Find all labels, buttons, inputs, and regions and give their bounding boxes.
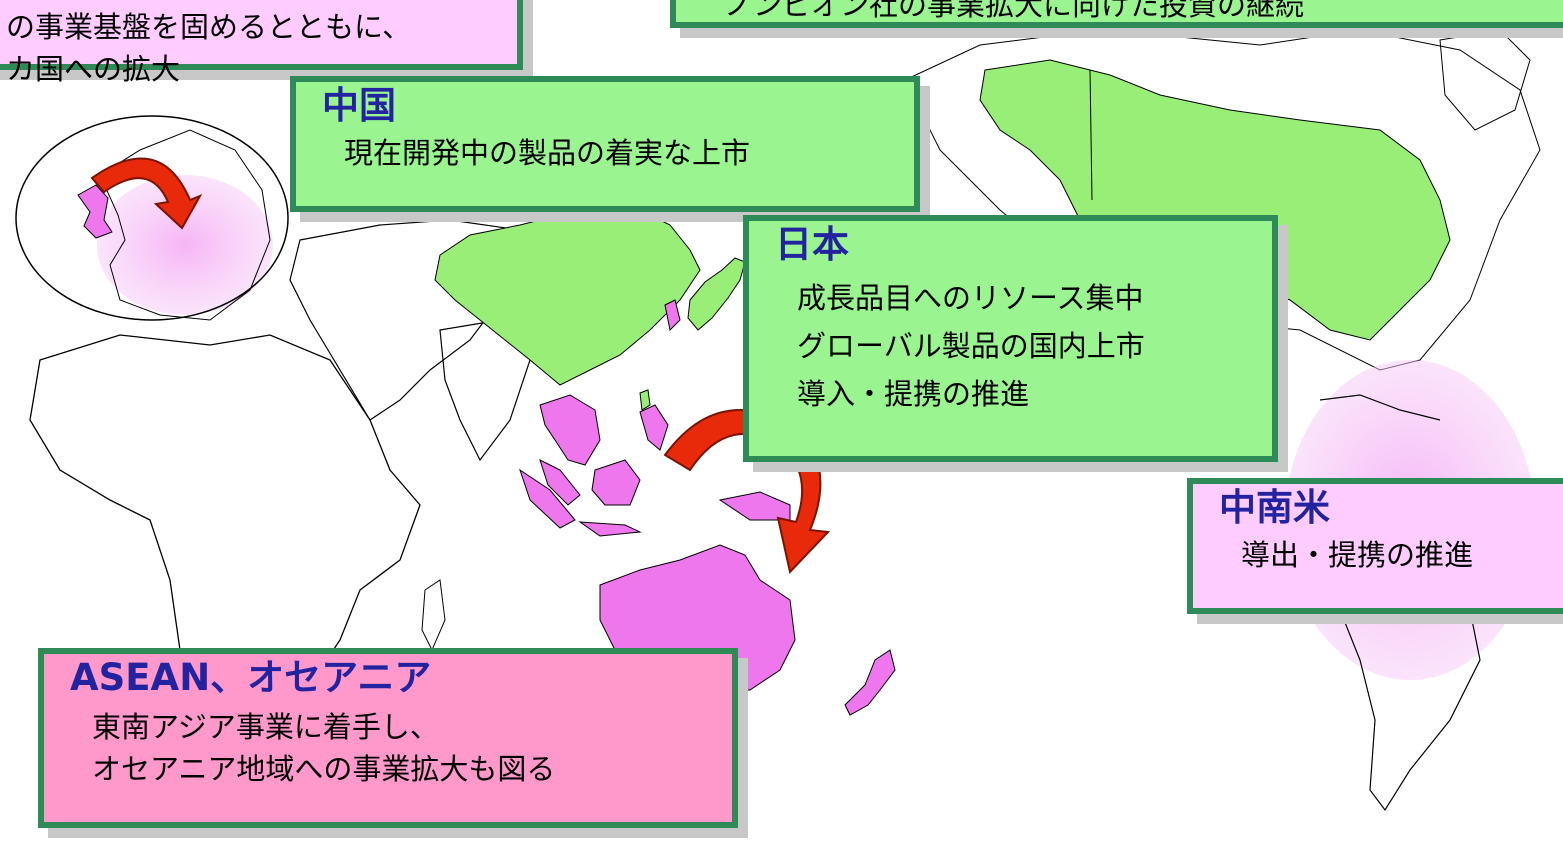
malaysia: [539, 459, 581, 506]
usa-line-1: ノンビオン社の事業拡大に向けた投資の継続: [724, 0, 1305, 22]
japan-strategy-box: 日本 成長品目へのリソース集中 グローバル製品の国内上市 導入・提携の推進: [743, 215, 1278, 462]
caribbean: [1319, 394, 1441, 421]
japan-country: [687, 257, 746, 331]
greenland: [1439, 29, 1531, 131]
asean-line-1: 東南アジア事業に着手し、: [92, 710, 439, 744]
china-line-1: 現在開発中の製品の着実な上市: [344, 136, 751, 170]
asean-strategy-box: ASEAN、オセアニア 東南アジア事業に着手し、 オセアニア地域への事業拡大も図…: [38, 648, 738, 828]
japan-title: 日本: [775, 223, 849, 266]
japan-line-2: グローバル製品の国内上市: [797, 329, 1145, 363]
new-zealand: [844, 649, 896, 716]
europe-circle: [15, 115, 289, 321]
latam-title: 中南米: [1219, 486, 1330, 529]
taiwan: [639, 389, 651, 411]
korea: [664, 299, 681, 332]
latam-line-1: 導出・提携の推進: [1241, 538, 1474, 572]
asia-outline: [289, 219, 561, 421]
africa-outline: [29, 334, 421, 731]
asean-title: ASEAN、オセアニア: [70, 656, 432, 699]
china-strategy-box: 中国 現在開発中の製品の着実な上市: [290, 76, 920, 212]
curved-arrow-icon: [90, 157, 203, 230]
europe-line-2: カ国への拡大: [6, 52, 181, 86]
indochina-country: [539, 394, 601, 466]
new-guinea: [718, 491, 791, 521]
europe-line-1: の事業基盤を固めるとともに、: [6, 10, 412, 44]
usa-strategy-box: ノンビオン社の事業拡大に向けた投資の継続: [670, 0, 1563, 28]
alaska-line: [1089, 69, 1093, 201]
europe-strategy-box: の事業基盤を固めるとともに、 カ国への拡大: [0, 0, 523, 86]
china-title: 中国: [322, 84, 396, 127]
madagascar: [421, 579, 446, 652]
china-country: [434, 204, 701, 386]
japan-line-1: 成長品目へのリソース集中: [797, 281, 1144, 315]
europe-highlight: [97, 175, 273, 315]
sumatra: [519, 468, 576, 529]
latam-strategy-box: 中南米 導出・提携の推進: [1187, 478, 1563, 614]
uk-country: [77, 184, 113, 239]
japan-line-3: 導入・提携の推進: [797, 377, 1030, 411]
java: [578, 521, 642, 537]
asean-line-2: オセアニア地域への事業拡大も図る: [92, 752, 556, 786]
europe-outline: [99, 129, 271, 321]
philippines: [639, 404, 669, 451]
borneo: [591, 459, 641, 506]
canada-usa-country: [979, 59, 1451, 341]
